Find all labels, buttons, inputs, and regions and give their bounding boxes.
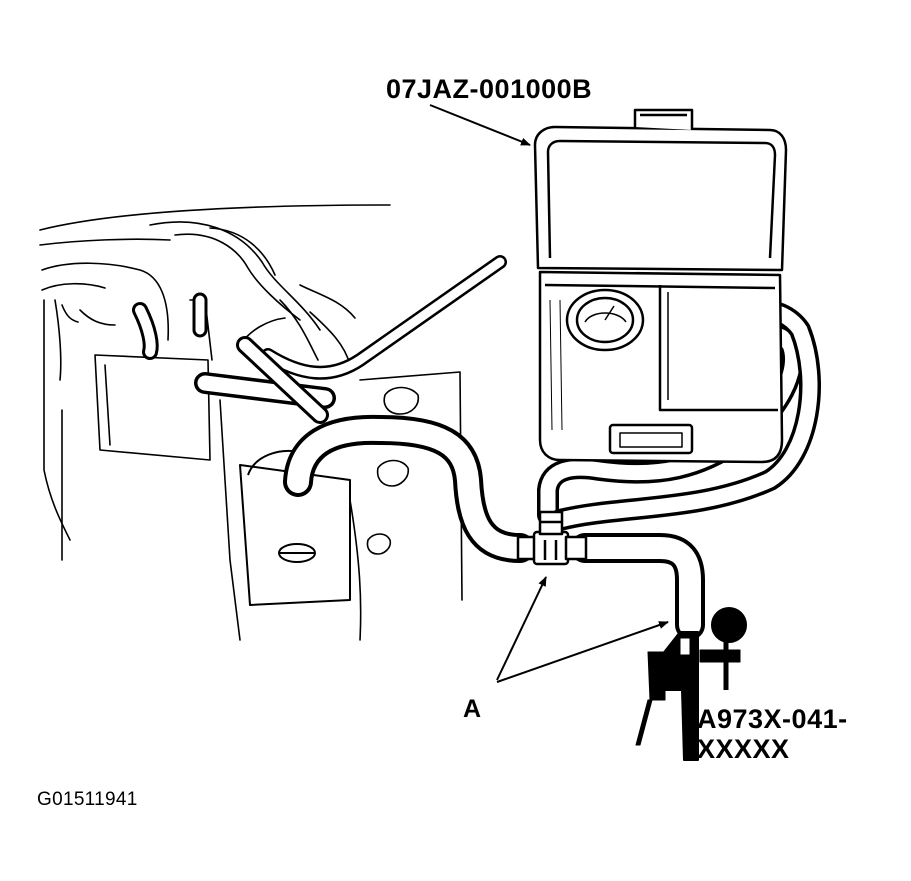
hand-vacuum-pump [635, 607, 747, 761]
engine-hoses [132, 255, 507, 424]
vacuum-tester-case [533, 108, 788, 464]
pump-part-number-label-line1: A973X-041- [697, 704, 848, 734]
leader-lines [429, 104, 669, 683]
tee-fitting [516, 510, 588, 566]
pump-part-number-label-line2: XXXXX [697, 734, 790, 764]
tester-part-number-label: 07JAZ-001000B [386, 74, 593, 104]
figure-id-label: G01511941 [37, 789, 138, 810]
pump-hose-leader-arrow [496, 621, 669, 683]
tee-leader-arrow [496, 576, 547, 681]
vacuum-hose [283, 414, 535, 563]
callout-a-label: A [463, 695, 482, 723]
tester-leader-arrow [429, 104, 531, 146]
pump-hose [570, 533, 705, 640]
